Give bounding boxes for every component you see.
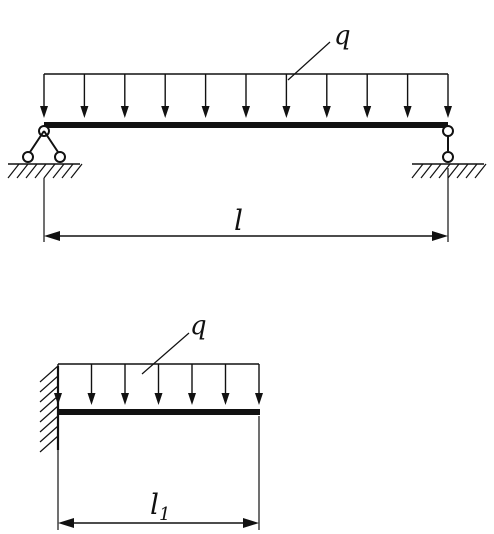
bottom-load-leader xyxy=(141,332,190,375)
hatch-line xyxy=(52,163,65,179)
bottom-load-arrows xyxy=(54,364,263,405)
hatch-line xyxy=(39,395,59,413)
load-arrow xyxy=(87,364,96,405)
load-arrow xyxy=(161,74,170,118)
load-arrow xyxy=(363,74,372,118)
load-arrow xyxy=(201,74,210,118)
ground-hatch-left xyxy=(7,163,83,179)
load-arrow xyxy=(322,74,331,118)
bottom-span-label: l1 xyxy=(150,488,170,525)
hatch-line xyxy=(25,163,38,179)
load-arrow xyxy=(120,74,129,118)
top-load-leader xyxy=(287,41,331,81)
hatch-line xyxy=(429,163,442,179)
hatch-line xyxy=(438,163,451,179)
load-arrow xyxy=(242,74,250,118)
wall-hatch xyxy=(39,365,59,453)
hatch-line xyxy=(39,365,59,383)
load-arrow xyxy=(121,364,129,405)
top-span-dimension xyxy=(43,168,449,242)
hatch-line xyxy=(456,163,469,179)
load-arrow xyxy=(188,364,196,405)
hatch-line xyxy=(34,163,47,179)
roller-support xyxy=(411,125,487,179)
top-span-label: l xyxy=(234,204,243,237)
hatch-line xyxy=(61,163,74,179)
hatch-line xyxy=(39,375,59,393)
load-arrow xyxy=(255,364,263,405)
hatch-line xyxy=(39,425,59,443)
hatch-line xyxy=(411,163,424,179)
bottom-span-label-subscript: 1 xyxy=(159,504,170,525)
bottom-span-label-main: l xyxy=(150,488,159,521)
hatch-line xyxy=(39,435,59,453)
cantilever-beam-group: q l1 xyxy=(39,311,263,530)
top-load-label: q xyxy=(334,21,351,51)
load-arrow xyxy=(154,364,163,405)
hatch-line xyxy=(447,163,460,179)
load-arrow xyxy=(54,364,62,405)
hatch-line xyxy=(465,163,478,179)
hatch-line xyxy=(39,415,59,433)
hatch-line xyxy=(39,385,59,403)
bottom-load-label: q xyxy=(190,311,207,341)
simply-supported-beam-group: q l xyxy=(7,21,487,242)
load-arrow xyxy=(282,74,291,118)
load-arrow xyxy=(40,74,48,118)
load-arrow xyxy=(80,74,89,118)
bottom-span-dimension xyxy=(57,416,260,530)
hatch-line xyxy=(474,163,487,179)
load-arrow xyxy=(444,74,452,118)
load-arrow xyxy=(403,74,412,118)
pin-support xyxy=(7,125,83,179)
hatch-line xyxy=(16,163,29,179)
load-arrow xyxy=(221,364,230,405)
hatch-line xyxy=(70,163,83,179)
hatch-line xyxy=(420,163,433,179)
hatch-line xyxy=(43,163,56,179)
hatch-line xyxy=(7,163,20,179)
fixed-wall xyxy=(39,365,60,453)
ground-hatch-right xyxy=(411,163,487,179)
top-load-arrows xyxy=(40,74,452,118)
hatch-line xyxy=(39,405,59,423)
